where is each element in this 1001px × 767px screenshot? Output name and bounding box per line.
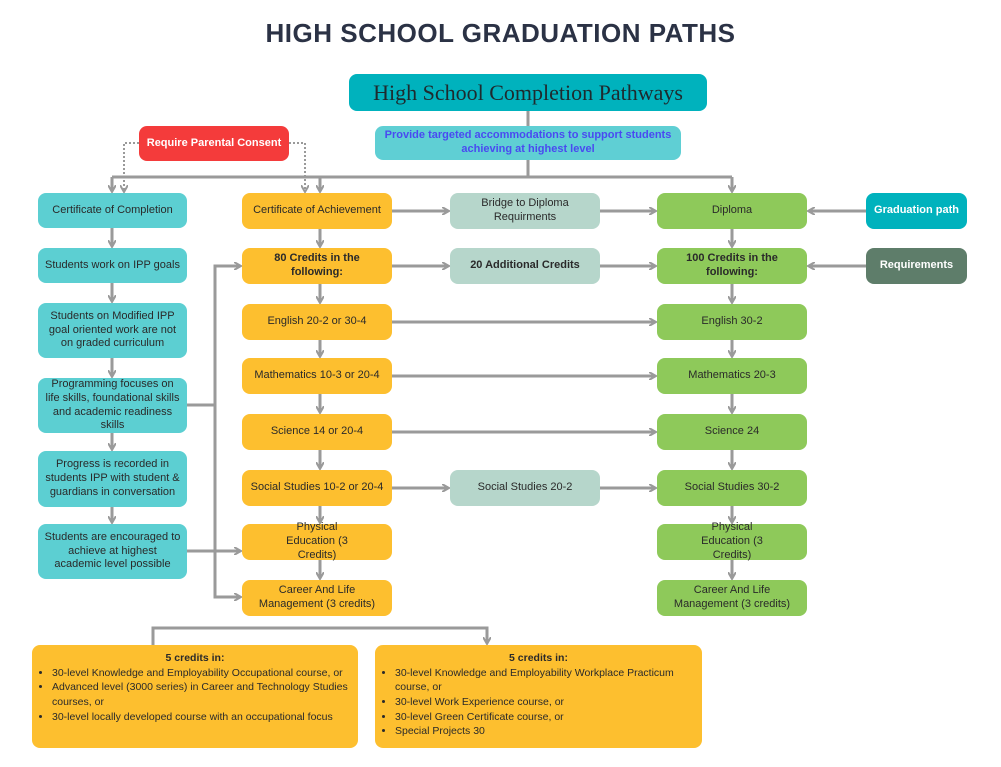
bottom-left-credits-box: 5 credits in: 30-level Knowledge and Emp… (32, 645, 358, 748)
legend-graduation-path: Graduation path (866, 193, 967, 229)
header-box: High School Completion Pathways (349, 74, 707, 111)
completion-step: Students are encouraged to achieve at hi… (38, 524, 187, 579)
diploma-step: Diploma (657, 193, 807, 229)
legend-requirements: Requirements (866, 248, 967, 284)
credit-option: 30-level Knowledge and Employability Wor… (395, 666, 692, 695)
page-title: HIGH SCHOOL GRADUATION PATHS (265, 18, 736, 48)
completion-step: Students work on IPP goals (38, 248, 187, 283)
credits-heading: 5 credits in: (509, 652, 568, 664)
credit-option: 30-level Green Certificate course, or (395, 710, 692, 725)
achievement-step: Social Studies 10-2 or 20-4 (242, 470, 392, 506)
bridge-step: Bridge to Diploma Requirments (450, 193, 600, 229)
completion-step: Progress is recorded in students IPP wit… (38, 451, 187, 507)
completion-step: Programming focuses on life skills, foun… (38, 378, 187, 433)
subheader-box: Provide targeted accommodations to suppo… (375, 126, 681, 160)
achievement-step: Mathematics 10-3 or 20-4 (242, 358, 392, 394)
credit-option: Special Projects 30 (395, 724, 692, 739)
achievement-step: English 20-2 or 30-4 (242, 304, 392, 340)
diploma-step: English 30-2 (657, 304, 807, 340)
credit-option: 30-level Knowledge and Employability Occ… (52, 666, 348, 681)
completion-step: Certificate of Completion (38, 193, 187, 228)
bridge-step: Social Studies 20-2 (450, 470, 600, 506)
diploma-step: Career And Life Management (3 credits) (657, 580, 807, 616)
diploma-step: Social Studies 30-2 (657, 470, 807, 506)
achievement-step: Career And Life Management (3 credits) (242, 580, 392, 616)
achievement-step: 80 Credits in the following: (242, 248, 392, 284)
diploma-step: Mathematics 20-3 (657, 358, 807, 394)
achievement-step: Physical Education (3 Credits) (242, 521, 392, 561)
credit-option: 30-level Work Experience course, or (395, 695, 692, 710)
bottom-right-credits-box: 5 credits in: 30-level Knowledge and Emp… (375, 645, 702, 748)
diploma-step: Physical Education (3 Credits) (657, 521, 807, 561)
completion-step: Students on Modified IPP goal oriented w… (38, 303, 187, 358)
credits-heading: 5 credits in: (165, 652, 225, 664)
bridge-step: 20 Additional Credits (450, 248, 600, 284)
parental-consent-box: Require Parental Consent (139, 126, 289, 161)
credit-option: 30-level locally developed course with a… (52, 710, 348, 725)
achievement-step: Certificate of Achievement (242, 193, 392, 229)
credit-option: Advanced level (3000 series) in Career a… (52, 680, 348, 709)
diploma-step: Science 24 (657, 414, 807, 450)
diploma-step: 100 Credits in the following: (657, 248, 807, 284)
achievement-step: Science 14 or 20-4 (242, 414, 392, 450)
